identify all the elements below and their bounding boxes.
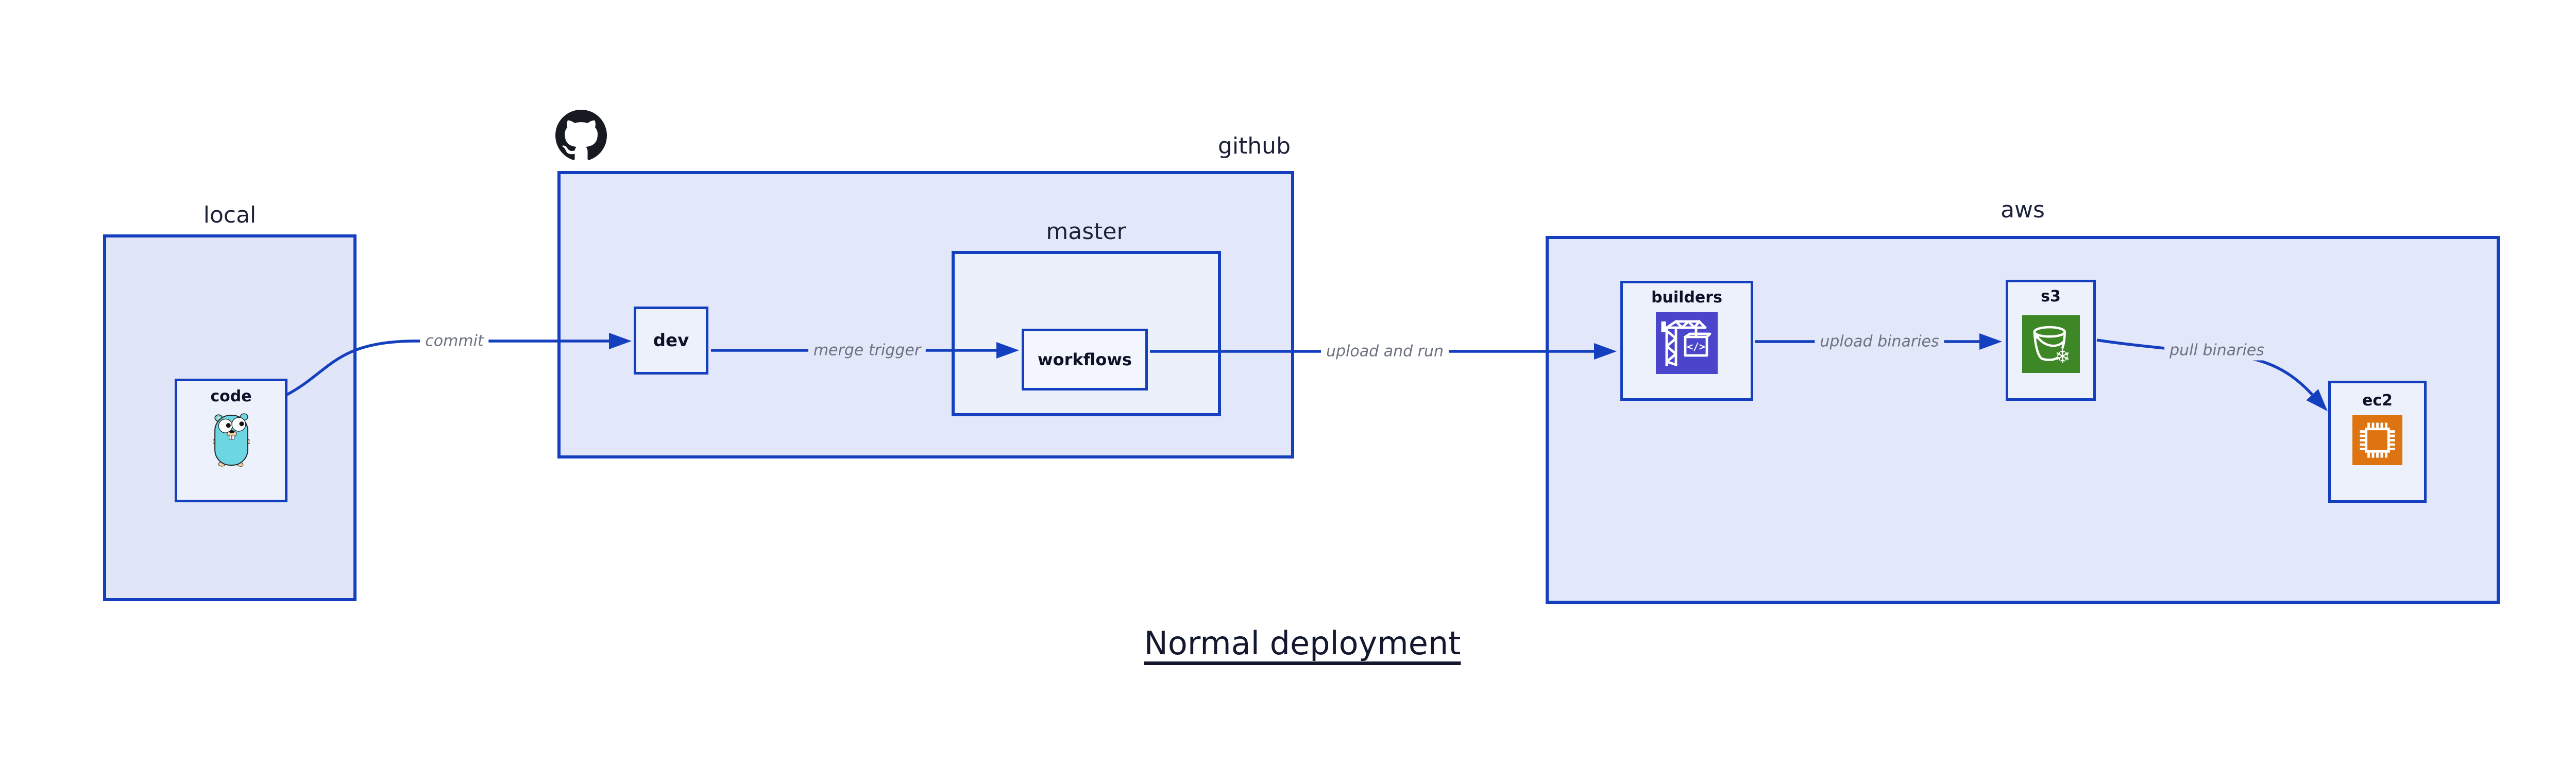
node-ec2: ec2 [2328,381,2427,503]
node-code: code [175,379,287,502]
svg-text:❄: ❄ [2055,345,2070,367]
arrow-label-upload-binaries: upload binaries [1815,331,1944,352]
node-label-workflows: workflows [1038,349,1132,369]
arrow-label-upload-and-run: upload and run [1320,341,1449,362]
arrow-label-merge-trigger: merge trigger [808,340,926,361]
region-label-github: github [1217,133,1291,159]
region-label-local: local [203,202,257,228]
node-dev: dev [634,307,708,375]
ec2-chip-icon [2352,415,2402,465]
node-label-dev: dev [653,330,689,351]
node-label-builders: builders [1651,288,1722,307]
node-s3: s3 ❄ [2006,280,2096,401]
region-label-aws: aws [2001,197,2045,223]
arrow-label-pull-binaries: pull binaries [2164,340,2269,361]
node-workflows: workflows [1022,329,1148,390]
arrow-label-commit: commit [420,331,489,351]
region-label-master: master [1046,218,1126,245]
node-builders: builders </> [1620,281,1753,401]
github-octocat-icon [555,107,607,164]
codebuild-crane-icon: </> [1656,312,1718,374]
node-label-s3: s3 [2041,287,2061,305]
node-label-ec2: ec2 [2362,392,2393,410]
node-label-code: code [210,387,252,405]
diagram-title: Normal deployment [1144,624,1461,662]
svg-text:</>: </> [1687,341,1705,353]
s3-bucket-icon: ❄ [2022,315,2080,373]
go-gopher-icon [212,413,250,467]
